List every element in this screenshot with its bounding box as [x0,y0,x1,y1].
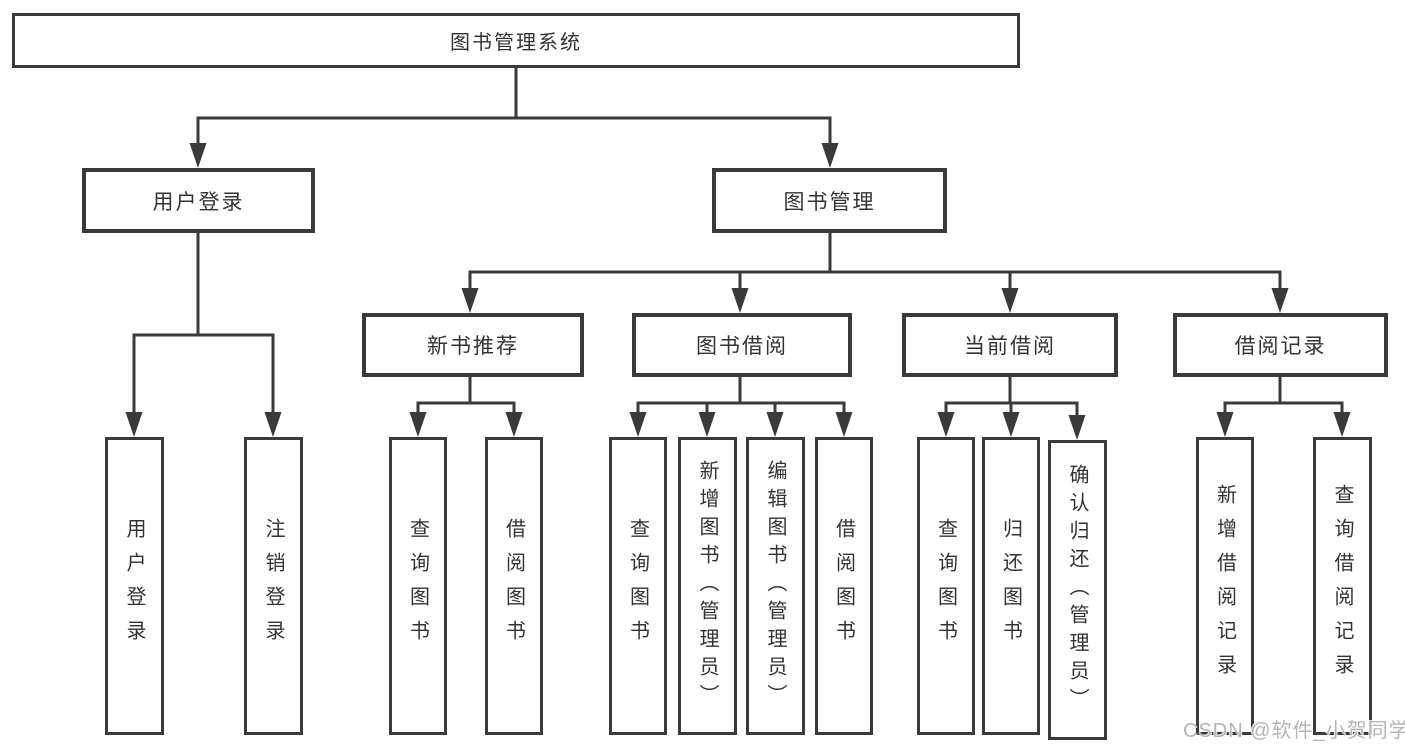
leaf-return-books: 归还图书 [982,437,1040,735]
leaf-query-books-recommend: 查询图书 [389,437,447,735]
leaf-query-books-borrowing: 查询图书 [609,437,667,735]
leaf-borrow-books-borrowing: 借阅图书 [815,437,873,735]
csdn-watermark: CSDN @软件_小贺同学 [1183,720,1405,742]
node-book-management: 图书管理 [712,168,947,233]
leaf-query-books-current: 查询图书 [917,437,975,735]
node-book-borrowing: 图书借阅 [632,313,852,377]
leaf-query-borrowing-record: 查询借阅记录 [1313,437,1372,735]
node-current-borrowing: 当前借阅 [902,313,1118,377]
leaf-logout: 注销登录 [244,437,303,735]
leaf-borrow-books-recommend: 借阅图书 [485,437,543,735]
node-library-management-system: 图书管理系统 [12,13,1020,68]
node-borrowing-records: 借阅记录 [1173,313,1388,377]
node-new-book-recommendation: 新书推荐 [362,313,584,377]
leaf-edit-books-admin: 编辑图书（管理员） [746,437,805,735]
node-user-login: 用户登录 [82,168,315,233]
leaf-confirm-return-admin: 确认归还（管理员） [1048,440,1107,740]
leaf-add-books-admin: 新增图书（管理员） [678,437,737,735]
leaf-add-borrowing-record: 新增借阅记录 [1196,437,1254,735]
leaf-user-login: 用户登录 [105,437,164,735]
